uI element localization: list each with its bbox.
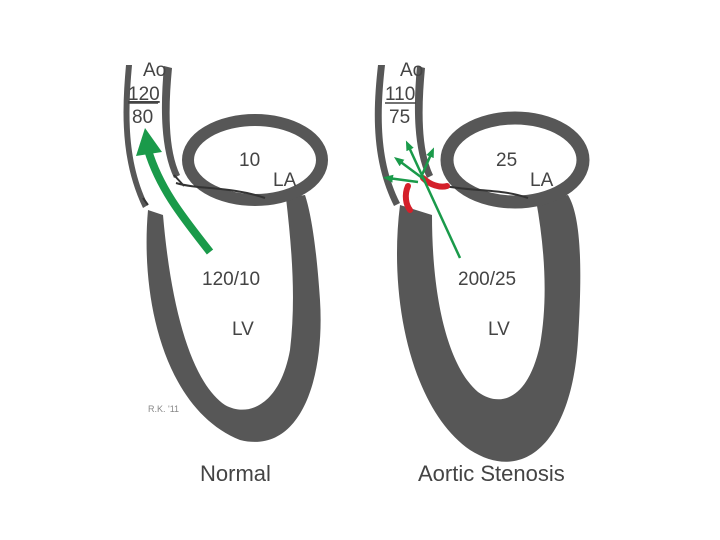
normal-heart: Ao 120 80 10 LA 120/10 LV R.K. '11 Norma…: [124, 60, 322, 486]
normal-la-pressure: 10: [239, 150, 260, 171]
normal-flow-arrowhead-icon: [136, 128, 162, 156]
stenosis-aortic-systolic: 110: [385, 84, 415, 105]
stenosis-la-pressure: 25: [496, 150, 517, 171]
stenosis-aorta-right-wall: [415, 66, 433, 178]
stenosis-la-label: LA: [530, 170, 554, 191]
normal-caption: Normal: [200, 461, 271, 486]
stenosis-heart: Ao 110 75 25 LA 200/25 LV Aortic Stenosi…: [375, 60, 583, 486]
normal-la-label: LA: [273, 170, 297, 191]
normal-lv-label: LV: [232, 319, 254, 340]
normal-aorta-right-wall: [162, 66, 180, 178]
stenosis-caption: Aortic Stenosis: [418, 461, 565, 486]
normal-aortic-systolic: 120: [128, 84, 160, 105]
stenosis-aortic-diastolic: 75: [389, 107, 410, 128]
stenosis-lv-pressure: 200/25: [458, 269, 516, 290]
stenosis-aorta-label: Ao: [400, 60, 423, 81]
stenosis-lv-label: LV: [488, 319, 510, 340]
normal-aorta-label: Ao: [143, 60, 166, 81]
normal-aortic-diastolic: 80: [132, 107, 153, 128]
stenosis-leaflet-left-icon: [406, 186, 410, 210]
normal-lv-pressure: 120/10: [202, 269, 260, 290]
artist-signature: R.K. '11: [148, 404, 179, 414]
